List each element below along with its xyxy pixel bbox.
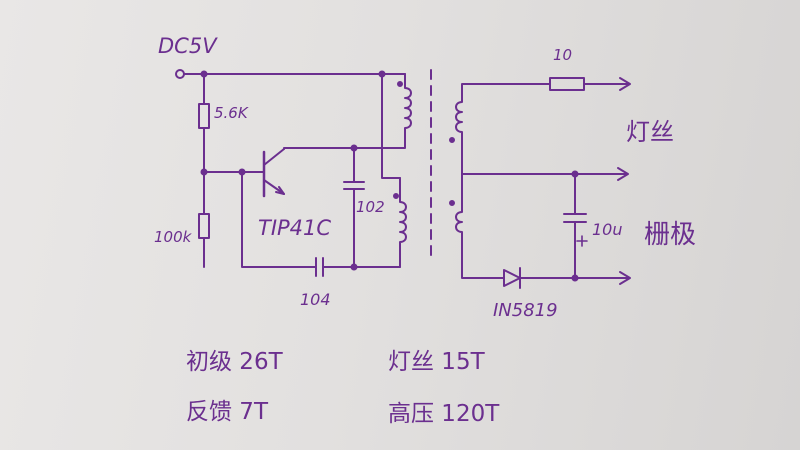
transistor-collector [263, 148, 285, 166]
junction-dot [238, 168, 246, 176]
junction-dot [350, 144, 358, 152]
capacitor-10u [563, 213, 587, 223]
junction-dot [200, 168, 208, 176]
note-primary: 初级 26T [186, 349, 283, 375]
coil-dot [393, 193, 399, 199]
resistor-100k [198, 213, 210, 239]
collector-wire [283, 147, 383, 150]
transistor-label: TIP41C [258, 216, 332, 240]
feedback-coil [399, 177, 407, 268]
resistor-10 [549, 77, 585, 91]
coil-dot [397, 81, 403, 87]
capacitor-plus-sign [576, 235, 588, 247]
grid-output-arrow-icon [619, 271, 631, 285]
transistor-emitter [263, 179, 285, 195]
note-filament: 灯丝 15T [388, 349, 485, 375]
primary-return-wire [381, 73, 401, 179]
note-high-voltage: 高压 120T [388, 401, 500, 427]
high-voltage-coil [455, 173, 505, 279]
junction-dot [350, 263, 358, 271]
transistor-emitter-arrow [275, 186, 285, 195]
r-bottom-label: 100k [154, 228, 192, 246]
r-top-label: 5.6K [214, 104, 248, 122]
capacitor-104 [315, 257, 324, 277]
coil-dot [449, 137, 455, 143]
resistor-5-6k [198, 103, 210, 129]
coil-dot [449, 200, 455, 206]
cap-feedback-label: 102 [356, 198, 385, 216]
base-to-cap-wire [241, 171, 317, 268]
resistor-out-label: 10 [553, 46, 573, 64]
supply-terminal [175, 69, 185, 79]
junction-dot [200, 70, 208, 78]
cap-base-label: 104 [300, 290, 331, 309]
note-feedback: 反馈 7T [186, 399, 268, 425]
capacitor-102 [343, 181, 365, 190]
filament-coil [455, 83, 501, 175]
diode-triangle [503, 269, 521, 287]
filament-output-label: 灯丝 [626, 118, 674, 146]
cap-out-label: 10u [592, 220, 623, 239]
grid-output-label: 栅极 [644, 220, 697, 250]
diode-label: IN5819 [493, 300, 558, 321]
supply-label: DC5V [158, 34, 217, 58]
filament-output-arrow-icon [619, 77, 631, 91]
center-output-arrow-icon [617, 167, 629, 181]
primary-coil [381, 73, 412, 149]
